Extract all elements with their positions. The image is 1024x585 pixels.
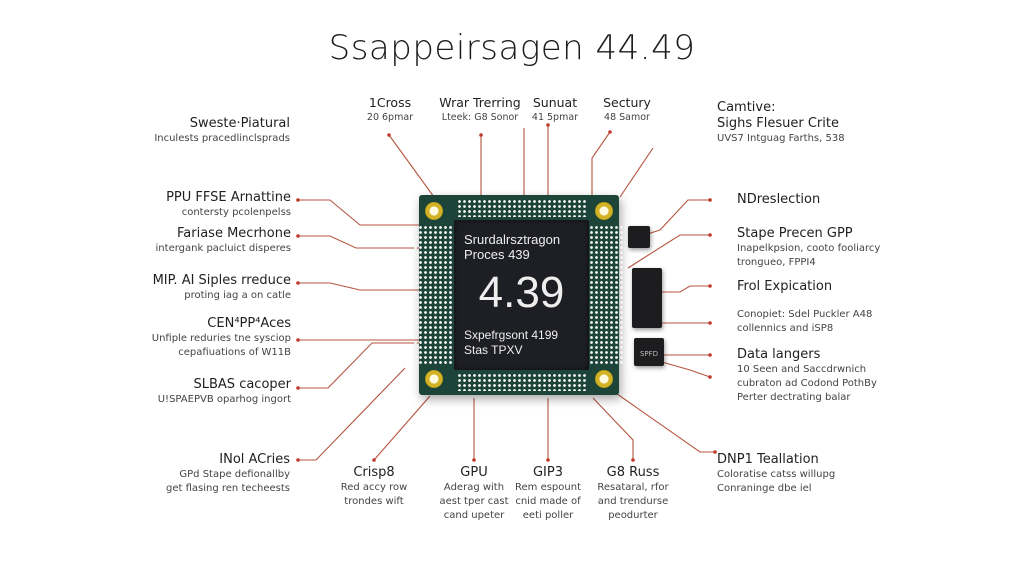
top-label-3: Sunuat 41 5pmar — [531, 95, 579, 123]
bottom-label-2: GPU Aderag with aest tper cast cand upet… — [439, 465, 509, 521]
die-process: Proces 439 — [464, 247, 530, 262]
mounting-pad-icon — [425, 202, 443, 220]
mounting-pad-icon — [425, 370, 443, 388]
right-label-4: Conopiet: Sdel Puckler A48 collennics an… — [737, 309, 873, 334]
pin-grid-bottom — [457, 373, 587, 391]
bottom-label-1: Crisp8 Red accy row trondes wift — [340, 465, 408, 507]
side-component-label: SPFD — [639, 350, 659, 358]
die-subtitle: Sxpefrgsont 4199 — [464, 328, 559, 342]
bottom-label-4: G8 Russ Resataral, rfor and trendurse pe… — [597, 465, 669, 521]
left-label-1: Sweste·Piatural Inculests pracedlinclspr… — [154, 116, 290, 144]
pin-grid-right — [589, 225, 627, 365]
right-label-5: Data langers 10 Seen and Saccdrwnich cub… — [737, 347, 877, 403]
top-label-4: Sectury 48 Samor — [603, 95, 651, 123]
right-label-2: Stape Precen GPP Inapelkpsion, cooto foo… — [737, 226, 881, 268]
mounting-pad-icon — [595, 202, 613, 220]
left-label-6: SLBAS cacoper U!SPAEPVB oparhog ingort — [157, 377, 291, 405]
left-label-4: MIP. AI Siples rreduce proting iag a on … — [152, 273, 291, 301]
top-label-2: Wrar Trerring Lteek: G8 Sonor — [439, 95, 521, 123]
top-right-label: Camtive: Sighs Flesuer Crite UVS7 Intgua… — [717, 100, 845, 144]
side-component-large — [632, 268, 662, 328]
pin-grid-top — [457, 199, 587, 217]
left-label-7: INol ACries GPd Stape defionallby get fl… — [166, 452, 290, 494]
diagram-title: Ssappeirsagen 44.49 — [328, 28, 696, 68]
die-name: Srurdalrsztragon — [464, 232, 561, 247]
top-label-1: 1Cross 20 6pmar — [366, 95, 414, 123]
bottom-label-3: GIP3 Rem espount cnid made of eeti polle… — [515, 465, 581, 521]
left-label-3: Fariase Mecrhone intergank pacluict disp… — [155, 226, 291, 254]
processor-die: Srurdalrsztragon Proces 439 4.39 Sxpefrg… — [454, 220, 589, 370]
right-label-1: NDreslection — [737, 192, 821, 207]
right-label-3: Frol Expication — [737, 279, 833, 294]
mounting-pad-icon — [595, 370, 613, 388]
left-label-5: CEN⁴PP⁴Aces Unfiple reduries tne sysciop… — [151, 316, 291, 358]
pin-grid-left — [413, 225, 453, 365]
left-label-2: PPU FFSE Arnattine contersty pcolenpelss — [166, 190, 291, 218]
die-subtitle-2: Stas TPXV — [464, 343, 523, 357]
processor-chip: Srurdalrsztragon Proces 439 4.39 Sxpefrg… — [413, 195, 627, 395]
die-model-number: 4.39 — [478, 268, 565, 317]
side-component-small — [628, 226, 650, 248]
side-component-spfd: SPFD — [634, 338, 664, 366]
right-label-6: DNP1 Teallation Coloratise catss willupg… — [717, 452, 836, 494]
